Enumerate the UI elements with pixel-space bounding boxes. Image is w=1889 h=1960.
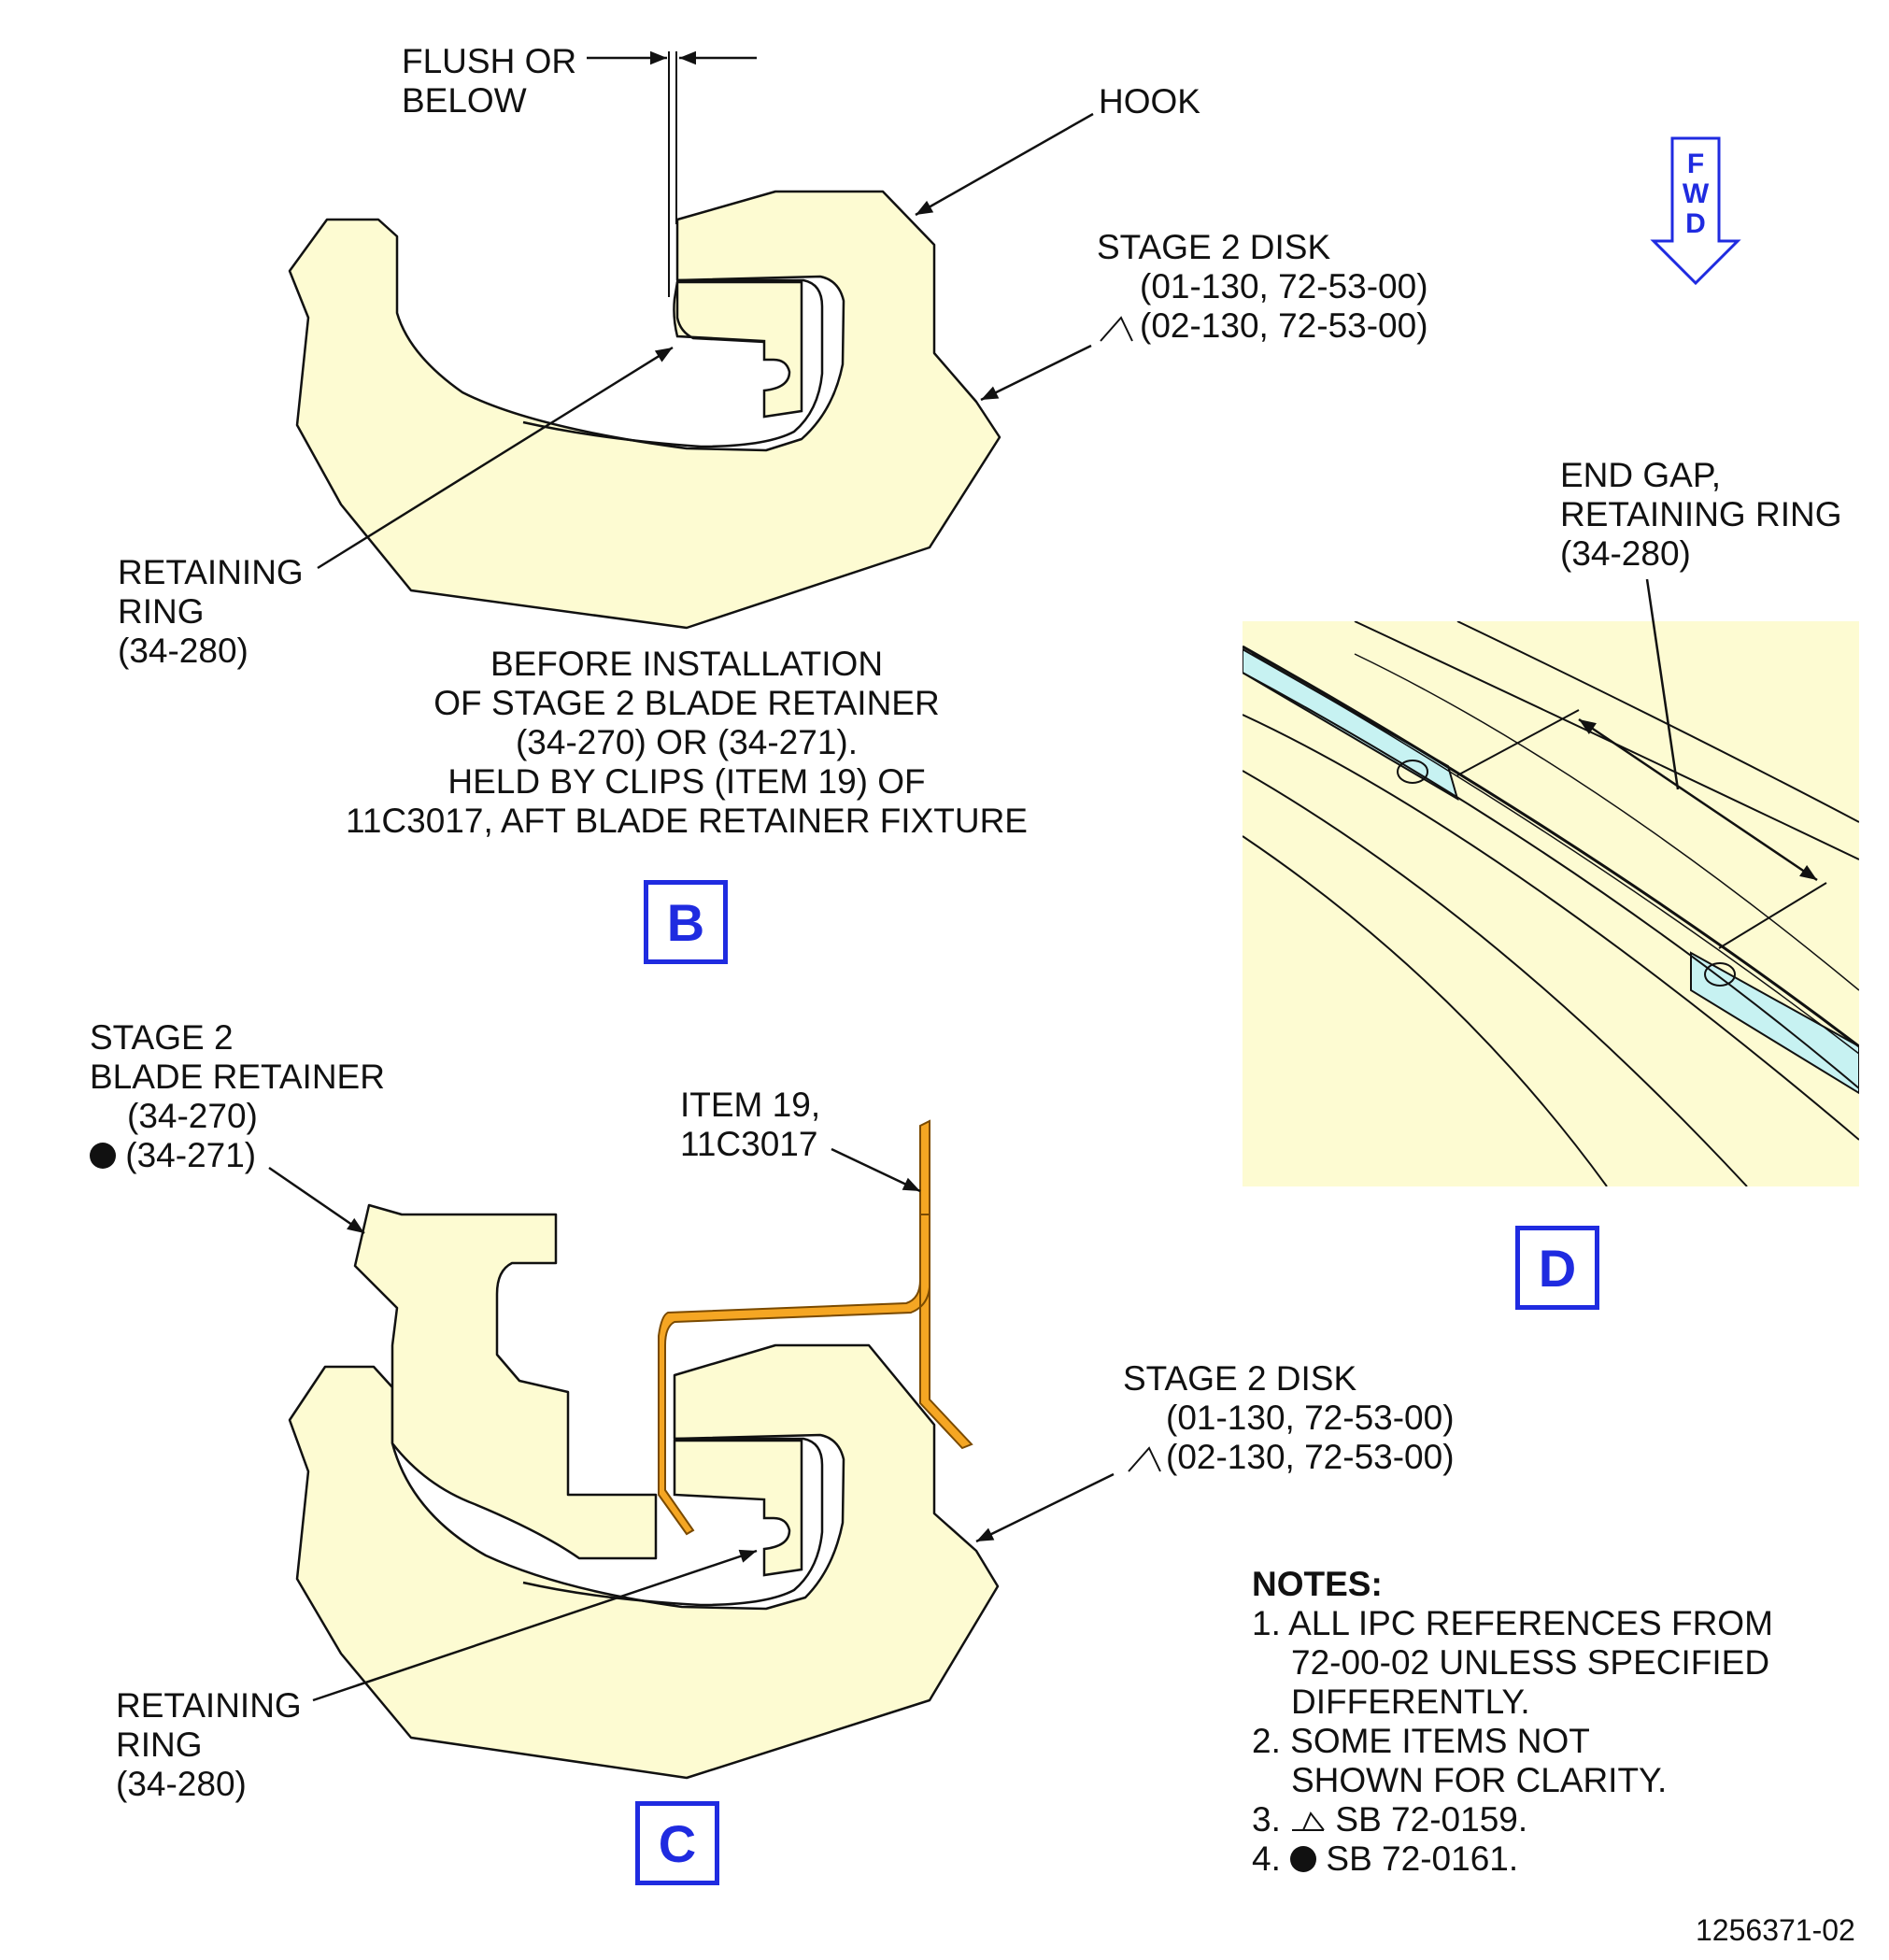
sb-triangle-c — [1128, 1446, 1161, 1472]
sb-triangle-icon — [1292, 1811, 1325, 1832]
bullet-dot-icon — [90, 1143, 116, 1169]
stage2-disk-c-label: STAGE 2 DISK (01-130, 72-53-00) (02-130,… — [1123, 1359, 1455, 1476]
bullet-dot-icon — [1290, 1846, 1317, 1872]
sb-triangle-b — [1100, 316, 1133, 342]
view-c-letter: C — [635, 1801, 719, 1885]
hook-leader — [915, 112, 1094, 217]
stage2-disk-b-label: STAGE 2 DISK (01-130, 72-53-00) (02-130,… — [1097, 228, 1428, 345]
item19-label: ITEM 19,11C3017 — [680, 1086, 821, 1163]
view-b-disk-shape — [288, 190, 1001, 630]
end-gap-leader — [1645, 578, 1680, 790]
notes-title: NOTES: — [1252, 1565, 1383, 1603]
disk-c-leader — [975, 1472, 1115, 1543]
view-d-detail — [1243, 621, 1859, 1186]
retainer-leader — [268, 1166, 365, 1235]
ring-c-leader — [312, 1549, 758, 1702]
end-gap-label: END GAP,RETAINING RING(34-280) — [1560, 456, 1842, 573]
ring-b-leader — [317, 346, 674, 570]
view-d-letter: D — [1515, 1226, 1599, 1310]
item19-leader — [831, 1147, 921, 1193]
figure-number: 1256371-02 — [1696, 1913, 1855, 1947]
view-c-drawing — [288, 1119, 1000, 1780]
fwd-arrow-icon — [1650, 136, 1741, 286]
notes-block: NOTES: 1. ALL IPC REFERENCES FROM 72-00-… — [1252, 1565, 1773, 1878]
disk-b-leader — [980, 344, 1092, 402]
flush-dimension — [587, 50, 757, 297]
view-b-letter: B — [644, 880, 728, 964]
blade-retainer-label: STAGE 2 BLADE RETAINER (34-270) (34-271) — [90, 1018, 385, 1174]
hook-label: HOOK — [1099, 82, 1200, 121]
